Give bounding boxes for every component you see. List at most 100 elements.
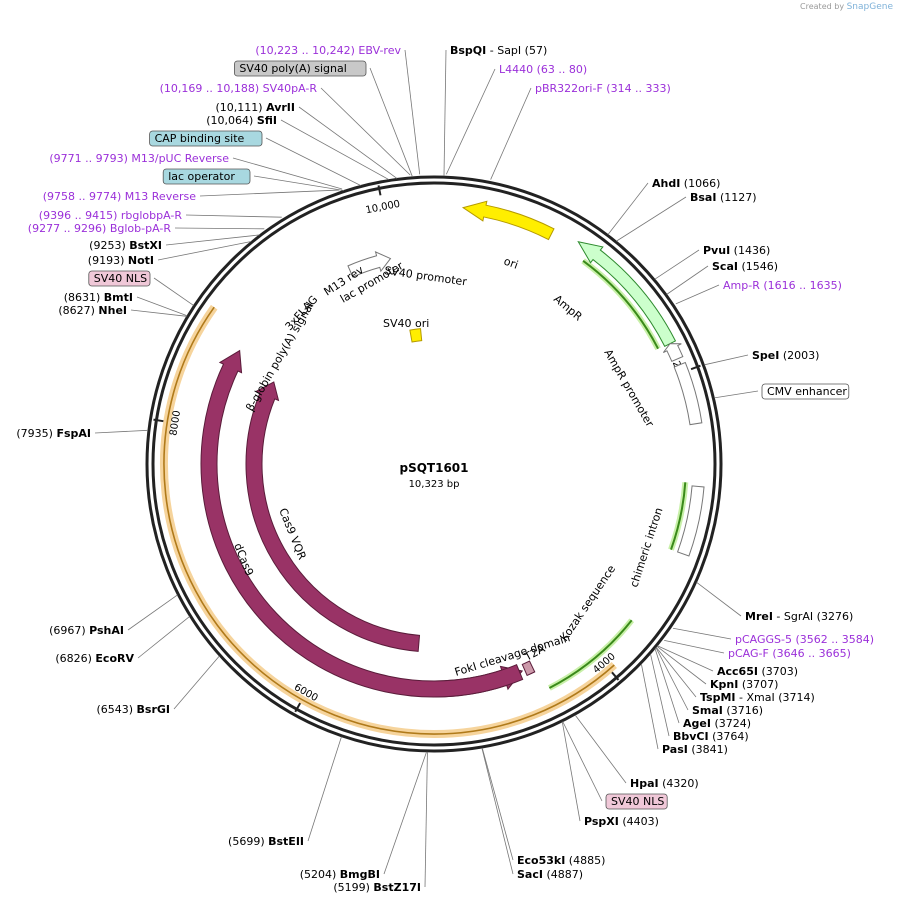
label-r12: TspMI - XmaI (3714) (700, 691, 815, 704)
leader-l4 (130, 309, 187, 317)
label-r16: PasI (3841) (662, 743, 728, 756)
label-r9: pCAG-F (3646 .. 3665) (728, 647, 851, 660)
label-r21: SacI (4887) (517, 868, 583, 881)
box-r6 (761, 383, 850, 400)
leader-r9 (664, 640, 725, 654)
label-l11: (9758 .. 9774) M13 Reverse (43, 190, 196, 203)
label-l10: (9396 .. 9415) rbglobpA-R (39, 209, 183, 222)
tick-6000 (294, 702, 302, 713)
label-r13: SmaI (3716) (692, 704, 763, 717)
box-l6 (88, 270, 151, 287)
label-t2: pBR322ori-F (314 .. 333) (535, 82, 671, 95)
leader-r8 (672, 627, 732, 640)
leader-l6 (153, 277, 194, 306)
tick-2000 (690, 364, 701, 371)
plasmid-size: 10,323 bp (409, 479, 460, 490)
label-r18: SV40 NLS (611, 795, 664, 808)
label-b1: (5199) BstZ17I (333, 881, 421, 894)
leader-b1 (424, 751, 428, 888)
label-r8: pCAGGS-5 (3562 .. 3584) (735, 633, 874, 646)
leader-r18 (562, 721, 603, 802)
leader-l7 (157, 241, 252, 261)
label-r2: PvuI (1436) (703, 244, 770, 257)
label-l0: (6543) BsrGI (96, 703, 170, 716)
label-r17: HpaI (4320) (630, 777, 699, 790)
label-l14: CAP binding site (155, 132, 245, 145)
label-ori: ori (502, 255, 520, 272)
orf-band-line (163, 306, 615, 735)
leader-l19 (404, 49, 421, 175)
leader-b0 (383, 751, 427, 875)
feature-cas9-vqr (245, 381, 421, 652)
label-l16: (10,111) AvrII (216, 101, 295, 114)
label-r20: Eco53kI (4885) (517, 854, 605, 867)
label-b0: (5204) BmgBI (300, 868, 380, 881)
feature-sv40-ori (409, 328, 423, 343)
feature-ampr (577, 241, 677, 348)
label-r4: Amp-R (1616 .. 1635) (723, 279, 842, 292)
label-l17: (10,169 .. 10,188) SV40pA-R (160, 82, 318, 95)
leader-t2 (490, 87, 532, 180)
credit-brand: SnapGene (846, 2, 893, 12)
leader-r13 (655, 647, 689, 711)
label-t0: BspQI - SapI (57) (450, 44, 547, 57)
feature-chimeric-intron (676, 485, 705, 557)
label-r15: BbvCI (3764) (673, 730, 749, 743)
label-r10: Acc65I (3703) (717, 665, 798, 678)
leader-l15 (280, 119, 389, 180)
leader-r16 (640, 663, 659, 750)
feature-sv40-promoter (347, 251, 392, 278)
label-r3: ScaI (1546) (712, 260, 778, 273)
leader-l13 (232, 157, 343, 190)
label-ampr-promoter: AmpR promoter (601, 347, 656, 430)
label-l2: (6967) PshAI (49, 624, 124, 637)
label-l5: (8631) BmtI (64, 291, 133, 304)
leader-l2 (127, 594, 178, 631)
leader-r12 (655, 647, 697, 698)
label-sv40-promoter: SV40 promoter (384, 264, 469, 288)
leader-l11 (199, 189, 339, 197)
box-l18 (233, 60, 367, 77)
feature-t2a (521, 660, 536, 677)
leader-r17 (574, 714, 627, 784)
label-l7: (9193) NotI (88, 254, 154, 267)
label-l13: (9771 .. 9793) M13/pUC Reverse (49, 152, 229, 165)
leader-r5 (704, 354, 749, 366)
leader-l18 (369, 67, 413, 177)
label-l12: lac operator (168, 170, 235, 183)
label-r1: BsaI (1127) (690, 191, 757, 204)
box-r18 (605, 793, 668, 810)
features (200, 200, 705, 698)
leader-r7 (696, 581, 742, 617)
feature-cmv-enhancer (673, 361, 703, 426)
leader-l1 (137, 616, 190, 659)
tick-8000 (153, 418, 164, 423)
leader-l8 (165, 234, 260, 246)
leader-r19 (561, 721, 581, 822)
leader-l5 (136, 296, 188, 317)
label-l18: SV40 poly(A) signal (239, 62, 346, 75)
label-r19: PspXI (4403) (584, 815, 659, 828)
plasmid-name: pSQT1601 (399, 461, 468, 475)
tick-label-8000: 8000 (168, 410, 183, 437)
label-r7: MreI - SgrAI (3276) (745, 610, 853, 623)
leader-l17 (320, 87, 411, 176)
leader-r11 (656, 646, 707, 685)
leader-r2 (654, 249, 700, 280)
leader-r6 (714, 390, 759, 399)
label-l8: (9253) BstXI (89, 239, 162, 252)
leader-l0 (173, 655, 220, 710)
leader-r4 (675, 284, 720, 305)
leader-lines (94, 49, 759, 888)
green-arc-1 (670, 482, 687, 550)
credit-prefix: Created by (800, 2, 845, 11)
label-r14: AgeI (3724) (683, 717, 751, 730)
box-l12 (162, 168, 251, 185)
leader-r21 (481, 747, 514, 875)
leader-r14 (654, 648, 680, 724)
site-labels: AhdI (1066)BsaI (1127)PvuI (1436)ScaI (1… (16, 44, 874, 894)
leader-l10 (185, 214, 282, 218)
tick-10000 (377, 185, 382, 196)
leader-t0 (443, 49, 447, 177)
